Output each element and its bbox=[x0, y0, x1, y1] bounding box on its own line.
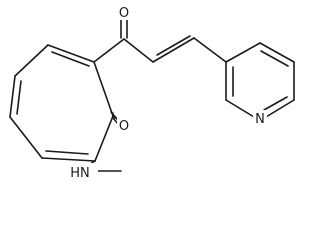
bond-c1-co bbox=[93, 38, 125, 63]
bond-c4-c5 bbox=[9, 116, 43, 159]
bond-c1-c2 bbox=[93, 61, 114, 117]
ketone-oxygen-label: O bbox=[119, 6, 129, 21]
structure-diagram: O O HN N bbox=[9, 4, 295, 181]
double-bond-alpha-beta bbox=[156, 35, 191, 56]
double-bond-c3-c4 bbox=[45, 150, 89, 155]
bond-c2-c3 bbox=[94, 115, 114, 162]
bond-beta-pyridine bbox=[193, 37, 227, 63]
tropone-oxygen-bg bbox=[117, 117, 131, 133]
pyridine-nitrogen-bg bbox=[253, 110, 267, 126]
bond-c7-c1 bbox=[47, 44, 95, 63]
pyridine-ring bbox=[225, 42, 295, 118]
bond-alpha-beta bbox=[152, 37, 195, 63]
pyridine-nitrogen-label: N bbox=[255, 112, 265, 127]
enone-chain bbox=[93, 18, 227, 63]
double-bond-c1-c7 bbox=[51, 51, 90, 67]
bond-py-c4-c5 bbox=[259, 42, 295, 63]
ketone-oxygen-bg bbox=[117, 4, 131, 20]
amine-bg bbox=[64, 163, 98, 180]
bond-c3-c4 bbox=[41, 157, 96, 162]
bond-c6-c7 bbox=[14, 44, 49, 77]
tropone-ring bbox=[9, 44, 114, 162]
double-bond-c5-c6 bbox=[16, 80, 22, 115]
bond-co-alpha bbox=[123, 38, 154, 63]
double-bond-py-c6-n bbox=[263, 96, 288, 111]
bond-py-n-c2 bbox=[225, 99, 255, 118]
bond-py-c6-n bbox=[265, 99, 295, 118]
double-bond-py-c4-c5 bbox=[260, 50, 289, 67]
tropone-co-line-1 bbox=[110, 111, 118, 120]
tropone-oxygen-label: O bbox=[119, 119, 129, 134]
bond-py-c3-c4 bbox=[225, 42, 261, 63]
bond-c5-c6 bbox=[9, 75, 16, 118]
amine-label: HN bbox=[70, 166, 90, 181]
